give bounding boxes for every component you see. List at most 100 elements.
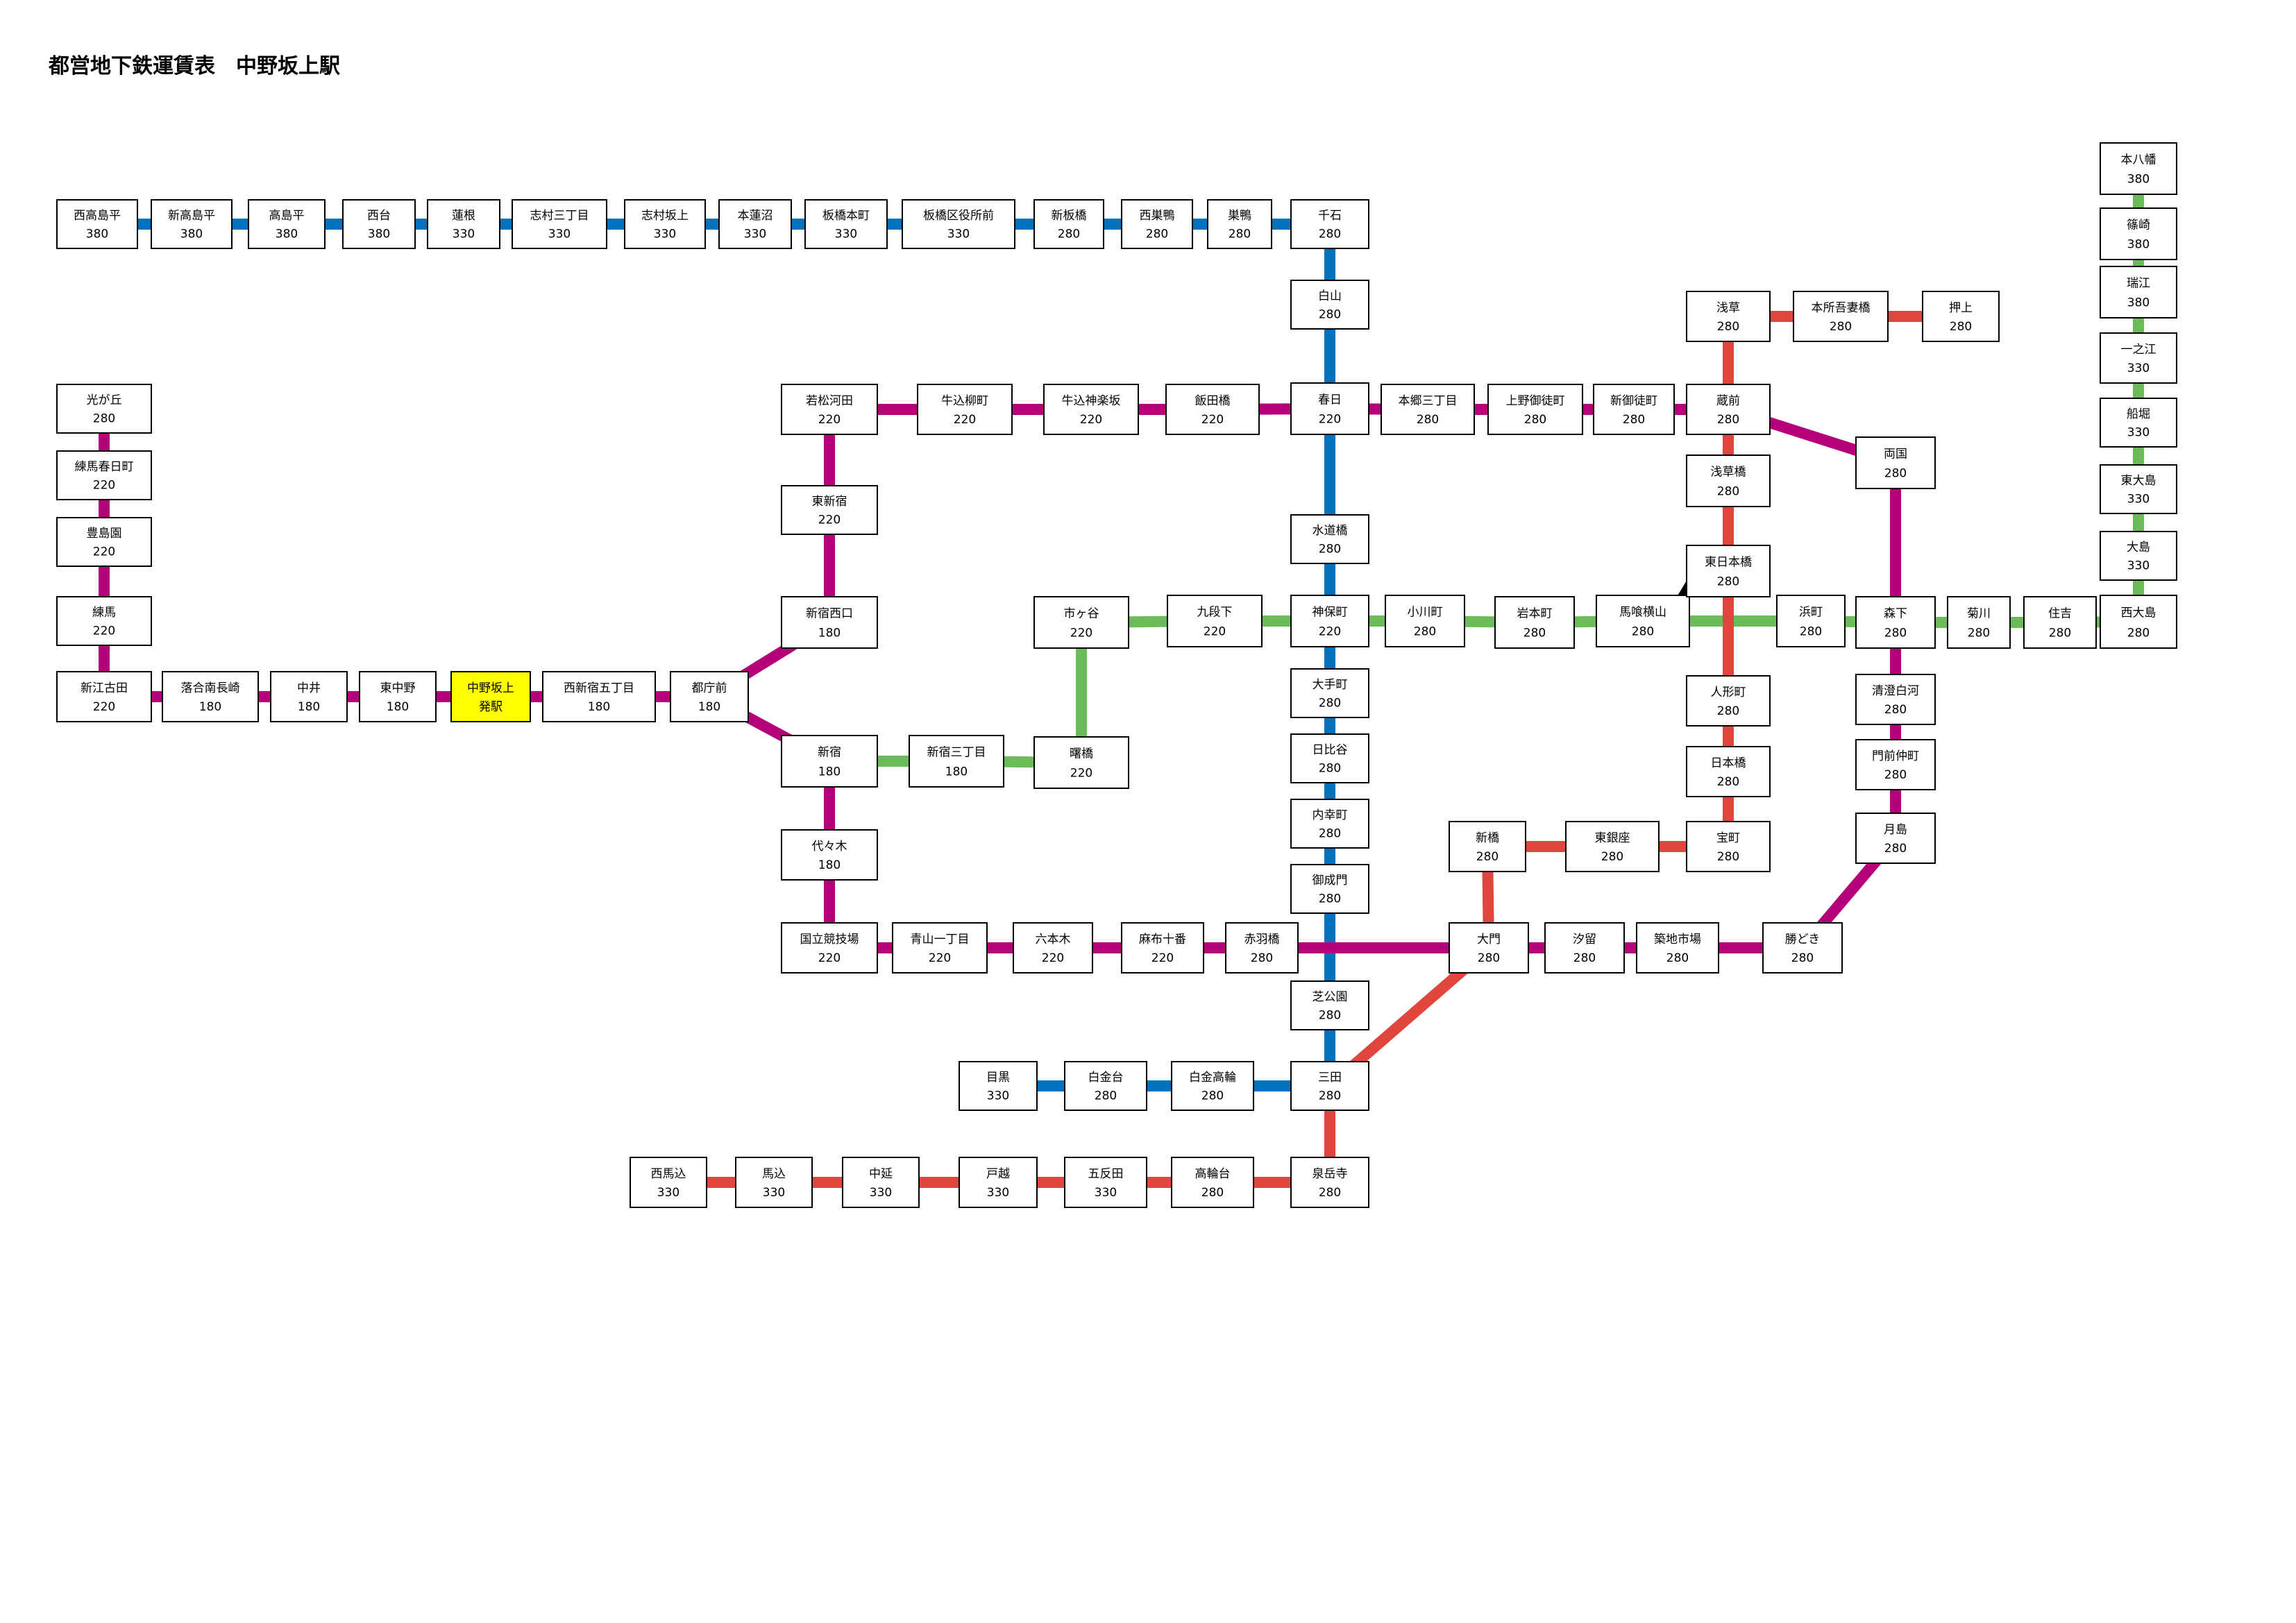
station-fare: 280 — [1319, 1186, 1341, 1200]
